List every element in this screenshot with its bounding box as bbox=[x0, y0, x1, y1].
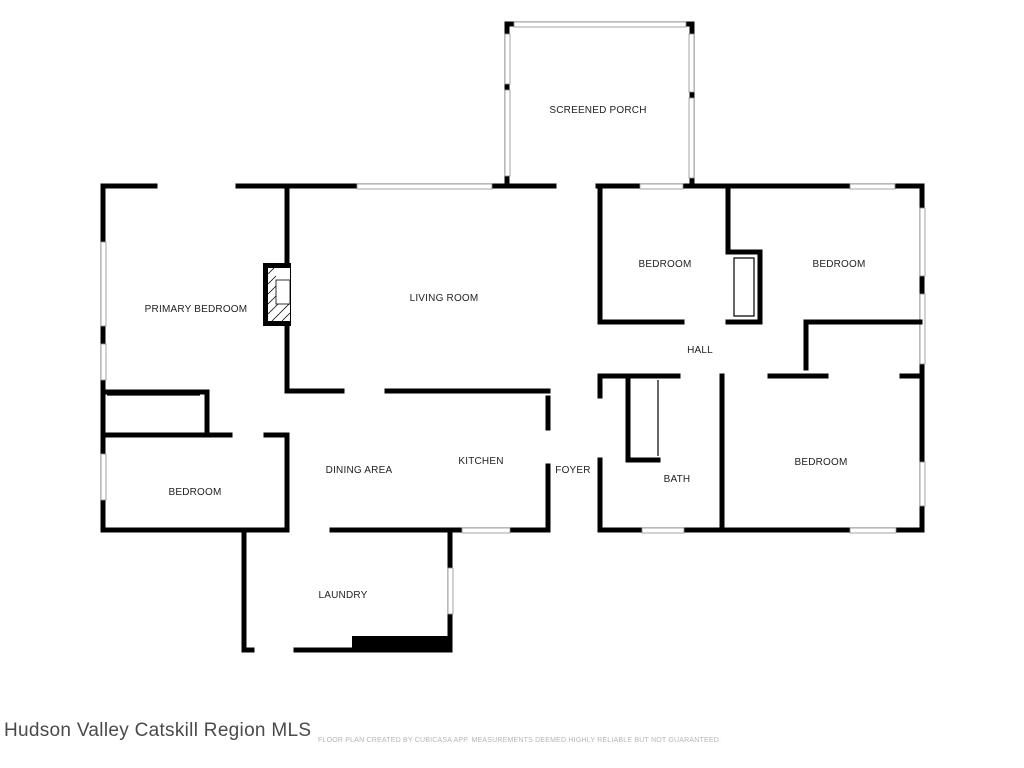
room-label-bedroom-north: BEDROOM bbox=[638, 259, 691, 270]
room-label-foyer: FOYER bbox=[555, 465, 590, 476]
room-label-bath: BATH bbox=[664, 474, 691, 485]
room-label-living-room: LIVING ROOM bbox=[410, 293, 479, 304]
room-label-laundry: LAUNDRY bbox=[318, 590, 367, 601]
room-label-hall: HALL bbox=[687, 345, 713, 356]
mls-watermark: Hudson Valley Catskill Region MLS bbox=[4, 720, 312, 741]
room-label-kitchen: KITCHEN bbox=[458, 456, 503, 467]
floorplan-disclaimer: FLOOR PLAN CREATED BY CUBICASA APP. MEAS… bbox=[318, 737, 722, 744]
room-label-screened-porch: SCREENED PORCH bbox=[549, 105, 646, 116]
room-label-bedroom-southeast: BEDROOM bbox=[794, 457, 847, 468]
room-label-bedroom-northeast: BEDROOM bbox=[812, 259, 865, 270]
screened-porch-walls bbox=[504, 21, 695, 186]
room-label-dining-area: DINING AREA bbox=[326, 465, 393, 476]
room-label-bedroom-west: BEDROOM bbox=[168, 487, 221, 498]
exterior-walls bbox=[100, 183, 926, 653]
room-label-primary-bedroom: PRIMARY BEDROOM bbox=[145, 304, 248, 315]
interior-walls bbox=[100, 183, 923, 533]
